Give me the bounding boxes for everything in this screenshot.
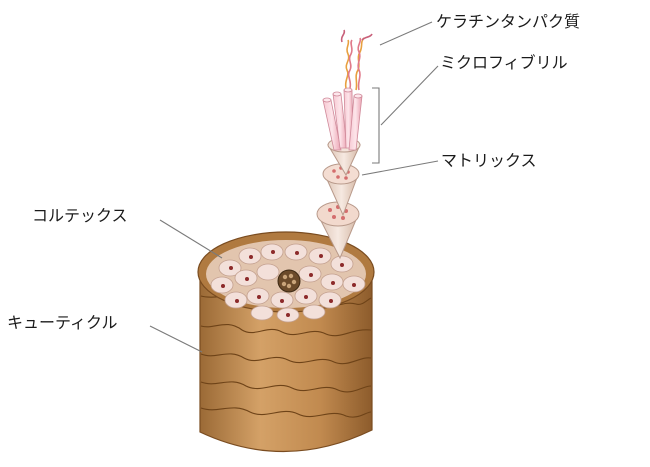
leader-cuticle: [149, 325, 203, 353]
label-microfibril: ミクロフィブリル: [440, 53, 568, 72]
microfibrils: [322, 87, 363, 151]
leader-microfibril: [380, 65, 439, 126]
leader-matrix: [361, 160, 439, 176]
keratin-strands: [340, 29, 373, 91]
label-cortex: コルテックス: [32, 206, 128, 225]
cortex-cells: [210, 243, 366, 323]
microfibril-bracket: [372, 87, 380, 164]
label-matrix: マトリックス: [441, 151, 537, 170]
leader-cortex: [159, 219, 223, 259]
label-keratin-protein: ケラチンタンパク質: [436, 12, 581, 31]
leader-keratin: [379, 21, 433, 46]
leader-lines: [149, 21, 439, 353]
label-cuticle: キューティクル: [7, 313, 118, 332]
